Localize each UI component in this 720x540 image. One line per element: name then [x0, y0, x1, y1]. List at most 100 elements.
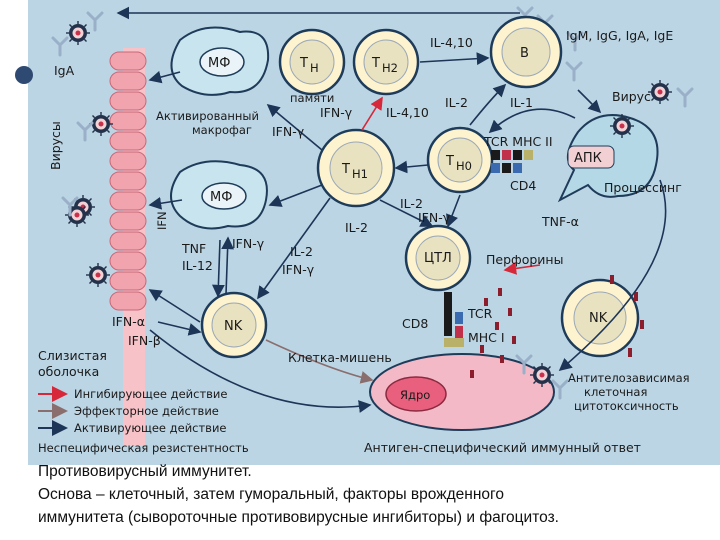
adcc-label-1: Антителозависимая: [568, 371, 690, 385]
legend-inhibit-label: Ингибирующее действие: [74, 387, 227, 401]
ifn-b-label: IFN-β: [128, 333, 161, 348]
macrophage-nucleus: [199, 47, 245, 77]
il410-top-label: IL-4,10: [430, 35, 473, 50]
igs-label: IgM, IgG, IgA, IgE: [566, 28, 673, 43]
nk-right-label: NK: [589, 311, 608, 326]
tnf-label: TNF: [181, 241, 206, 256]
th-memory-sub: H: [310, 61, 319, 75]
ifn-g-5-label: IFN-γ: [282, 262, 315, 277]
mucosa-label-1: Слизистая: [38, 348, 107, 363]
nk-cell-left: NK: [200, 291, 268, 359]
th0-t: T: [445, 154, 454, 169]
th0-sub: H0: [456, 159, 472, 173]
th2-t: T: [371, 56, 380, 71]
arrow-b-apc: [577, 89, 602, 114]
virus-icon: [85, 262, 111, 288]
th1-t: T: [341, 162, 350, 177]
perforin-granules: [470, 288, 516, 378]
virus-icon: [529, 362, 555, 388]
nk-granules: [610, 275, 644, 357]
arrow-th2-b: [419, 52, 490, 66]
processing-label: Процессинг: [604, 180, 682, 195]
perforins-label: Перфорины: [486, 252, 563, 267]
arrow-th1-th2-inhibit: [361, 96, 383, 131]
nucleus-label: Ядро: [400, 388, 430, 402]
arrow-apc-target: [558, 179, 667, 372]
cd8-label: CD8: [402, 316, 428, 331]
th0-cell: T H0: [426, 126, 494, 194]
caption-line-2: Основа – клеточный, затем гуморальный, ф…: [38, 486, 504, 503]
mhc1-label: MHC I: [468, 330, 505, 345]
caption-line-3: иммунитета (сывороточные противовирусные…: [38, 509, 559, 526]
arrow-perforin: [503, 262, 541, 275]
mucosa-epithelium: [109, 48, 147, 446]
il2-3-label: IL-2: [345, 220, 368, 235]
arrow-mf-mucosa: [148, 70, 181, 84]
activated-macrophage-label-2: макрофаг: [192, 123, 252, 137]
th1-cell: T H1: [316, 128, 396, 208]
arrow-th1-mf2: [268, 184, 323, 207]
antiviral-immunity-diagram: IgA Вирусы МФ Активированный макрофаг МФ…: [15, 0, 720, 465]
viruses-label: Вирусы: [48, 121, 63, 170]
arrow-th0-ctl: [446, 194, 461, 228]
il2-2-label: IL-2: [400, 196, 423, 211]
apc-nucleus: [567, 145, 615, 169]
th2-sub: H2: [382, 61, 398, 75]
ifn-a-label: IFN-α: [112, 314, 145, 329]
il12-label: IL-12: [182, 258, 213, 273]
virus-icon: [647, 79, 673, 105]
virus-icon: [65, 20, 91, 46]
iga-label: IgA: [54, 63, 75, 78]
legend-activate-label: Активирующее действие: [74, 421, 227, 435]
arrow-th1-mf: [266, 103, 323, 151]
b-cell: B: [489, 15, 563, 89]
arrow-tnf: [212, 239, 225, 298]
il2-4-label: IL-2: [290, 244, 313, 259]
arrow-th0-b: [469, 83, 507, 126]
arrow-nk-mf: [221, 236, 234, 295]
legend-effector-label: Эффекторное действие: [74, 404, 219, 418]
tcr-label: TCR: [467, 306, 493, 321]
arrow-apc-th0: [488, 108, 576, 134]
il1-label: IL-1: [510, 95, 533, 110]
apc-label: АПК: [574, 151, 602, 166]
nk-cell-right: NK: [560, 278, 640, 358]
adcc-label-3: цитотоксичность: [574, 399, 679, 413]
caption-line-1: Противовирусный иммунитет.: [38, 463, 252, 480]
ifn-g-3-label: IFN-γ: [418, 210, 451, 225]
ifn-g-1-label: IFN-γ: [320, 105, 353, 120]
target-cell-label: Клетка-мишень: [288, 350, 392, 365]
ifn-vertical-label: IFN: [155, 211, 169, 230]
arrow-th0-th1: [394, 160, 429, 174]
cd4-label: CD4: [510, 178, 536, 193]
th-memory-t: T: [299, 56, 308, 71]
il410-mid-label: IL-4,10: [386, 105, 429, 120]
tnf-a-label: TNF-α: [541, 214, 579, 229]
arrow-nk-target: [265, 339, 374, 384]
ifn-g-4-label: IFN-γ: [232, 236, 265, 251]
tcr-mhc1-receptors: [444, 292, 464, 347]
il2-1-label: IL-2: [445, 95, 468, 110]
mucosa-label-2: оболочка: [38, 364, 99, 379]
b-cell-label: B: [520, 46, 529, 61]
mf-bottom-label: МФ: [210, 190, 232, 205]
arrow-th1-ctl: [379, 199, 434, 227]
arrow-ifn-nk: [157, 321, 202, 336]
th2-cell: T H2: [352, 28, 420, 96]
ctl-label: ЦТЛ: [424, 251, 452, 266]
th1-sub: H1: [352, 167, 368, 181]
macrophage-nucleus: [201, 182, 247, 210]
nk-left-label: NK: [224, 319, 243, 334]
adcc-label-2: клеточная: [584, 385, 647, 399]
mf-top-label: МФ: [208, 56, 230, 71]
arrow-th1-nk: [257, 197, 331, 300]
ifn-g-2-label: IFN-γ: [272, 124, 305, 139]
slide-bullet: [15, 66, 33, 84]
target-nucleus: [385, 376, 447, 412]
ctl-cell: ЦТЛ: [404, 224, 472, 292]
specific-label: Антиген-специфический иммунный ответ: [364, 440, 641, 455]
th-memory-caption: памяти: [290, 91, 334, 105]
nonspecific-label: Неспецифическая резистентность: [38, 441, 249, 455]
arrow-mf2-mucosa: [148, 196, 183, 210]
arrow-mucosa-target: [149, 329, 372, 413]
